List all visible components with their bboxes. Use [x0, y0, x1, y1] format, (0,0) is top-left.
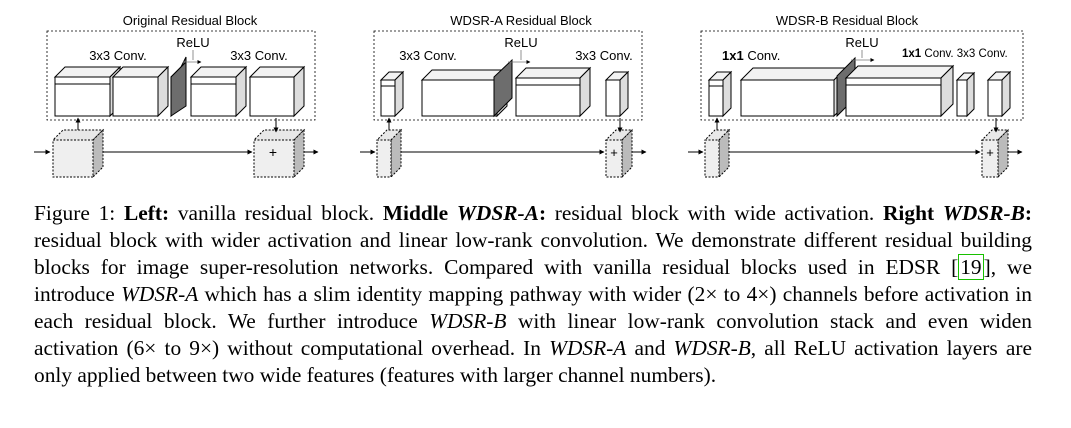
caption-middle-label: Middle WDSR-A: [382, 201, 547, 225]
caption-text: with linear low-rank convolution stack a… [34, 309, 1032, 360]
conv-label: 1x1 Conv. 3x3 Conv. [902, 48, 1008, 60]
caption-text: , all ReLU activation layers are only ap… [34, 336, 1032, 387]
feature-block [739, 66, 848, 118]
block-frame [700, 30, 1024, 121]
panel-wdsr-a: WDSR-A Residual Block 3x3 Conv. ReLU 3x3… [360, 13, 647, 179]
architecture-figure: Original Residual Block 3x3 Conv. ReLU 3… [34, 13, 1024, 179]
caption-right-label: Right [882, 201, 935, 225]
citation-bracket: [ [951, 255, 959, 279]
output-feature [980, 128, 1010, 179]
relu-layer [493, 58, 513, 118]
panel-title: WDSR-B Residual Block [776, 13, 919, 28]
add-symbol: + [269, 144, 277, 160]
relu-label: ReLU [845, 35, 878, 50]
input-feature [51, 128, 105, 179]
relu-label: ReLU [176, 35, 209, 50]
feature-block [248, 65, 306, 118]
conv-label: 3x3 Conv. [230, 48, 288, 63]
figure-label: Figure 1: [34, 201, 124, 225]
caption-text: , we introduce [34, 255, 1032, 306]
feature-block [379, 70, 405, 118]
input-feature [375, 128, 403, 179]
output-feature [604, 128, 634, 179]
feature-block [955, 71, 976, 118]
panel-original: Original Residual Block 3x3 Conv. ReLU 3… [34, 13, 319, 179]
citation-link[interactable]: 19 [958, 254, 984, 280]
caption-left-label: Left: [123, 201, 170, 225]
feature-block [189, 65, 248, 118]
block-frame [373, 30, 643, 121]
feature-block [111, 65, 170, 118]
feature-block [53, 65, 122, 118]
panel-title: WDSR-A Residual Block [450, 13, 592, 28]
citation-bracket: ] [983, 255, 991, 279]
caption-text: which has a slim identity mapping pathwa… [34, 282, 1032, 333]
feature-block [514, 66, 592, 118]
method-name: WDSR-B [673, 336, 751, 360]
panel-title: Original Residual Block [123, 13, 258, 28]
method-name: WDSR-B [429, 309, 507, 333]
feature-block [986, 70, 1012, 118]
relu-label: ReLU [504, 35, 537, 50]
add-symbol: + [610, 145, 618, 160]
caption-text: residual block with wider activation and… [34, 228, 1032, 279]
block-frame [46, 30, 316, 121]
input-feature [703, 128, 731, 179]
method-name: WDSR-A [121, 282, 199, 306]
method-name: WDSR-A [549, 336, 627, 360]
caption-text: and [626, 336, 674, 360]
caption-right-name: WDSR-B: [942, 201, 1032, 225]
output-feature [252, 128, 306, 179]
figure-caption: Figure 1: Left: vanilla residual block. … [34, 200, 1032, 389]
feature-block [707, 70, 733, 118]
conv-label: 3x3 Conv. [399, 48, 457, 63]
feature-block [604, 70, 630, 118]
conv-label: 1x1 Conv. [722, 48, 780, 63]
caption-text: vanilla residual block. [169, 201, 383, 225]
panel-wdsr-b: WDSR-B Residual Block 1x1 Conv. ReLU 1x1… [688, 13, 1024, 179]
caption-text: residual block with wide activation. [546, 201, 883, 225]
feature-block [844, 64, 955, 118]
conv-label: 3x3 Conv. [89, 48, 147, 63]
add-symbol: + [986, 145, 994, 160]
conv-label: 3x3 Conv. [575, 48, 633, 63]
